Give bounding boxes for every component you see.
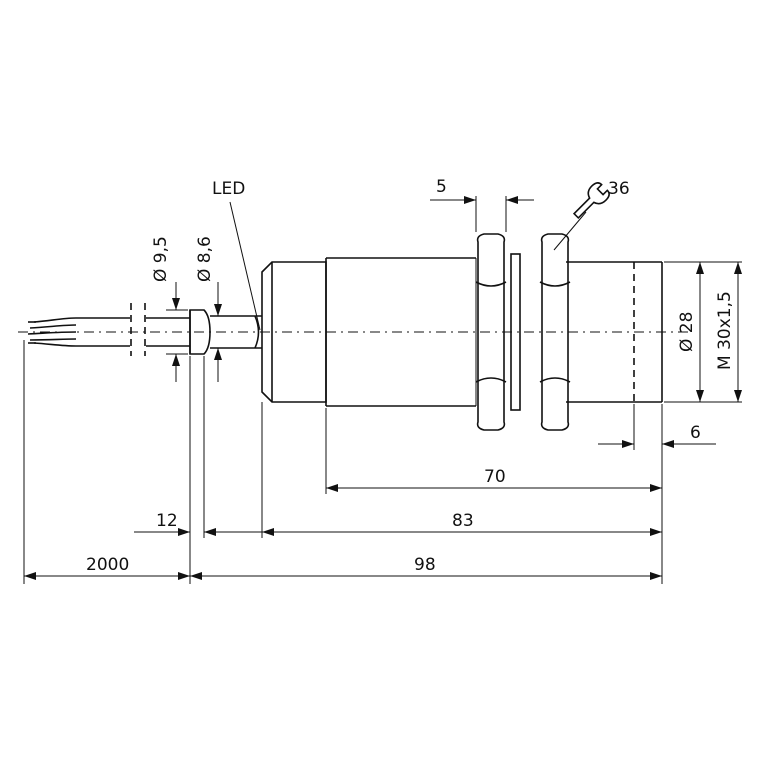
dimension-wrench-size: 36 — [553, 179, 630, 251]
dimension-6: 6 — [598, 423, 716, 448]
dimension-70: 70 — [326, 467, 662, 492]
dim-label-thread: M 30x1,5 — [715, 291, 735, 370]
dimension-cable-diameter: Ø 9,5 — [151, 236, 180, 382]
extension-lines — [23, 196, 742, 584]
dim-label-2000: 2000 — [86, 555, 129, 575]
dimension-thread: M 30x1,5 — [715, 262, 742, 402]
dimension-neck-diameter: Ø 8,6 — [195, 236, 222, 382]
cable — [27, 303, 190, 356]
dim-label-98: 98 — [414, 555, 436, 575]
sensor-housing — [261, 257, 663, 407]
mounting-nut-right — [539, 233, 571, 431]
washer — [510, 253, 521, 411]
dim-label-dia-8-6: Ø 8,6 — [195, 236, 215, 282]
led-label: LED — [212, 179, 245, 199]
dimension-98: 98 — [190, 555, 662, 580]
dimension-nut-width: 5 — [430, 177, 534, 204]
dimension-body-diameter: Ø 28 — [677, 262, 704, 402]
mounting-nut-left — [475, 233, 507, 431]
dim-label-dia-9-5: Ø 9,5 — [151, 236, 171, 282]
dimension-83: 83 — [262, 511, 662, 536]
dim-label-12: 12 — [156, 511, 178, 531]
dim-label-5: 5 — [436, 177, 447, 197]
dimension-12: 12 — [134, 511, 262, 536]
dim-label-83: 83 — [452, 511, 474, 531]
dimension-2000: 2000 — [24, 555, 190, 580]
dim-label-6: 6 — [690, 423, 701, 443]
dim-label-70: 70 — [484, 467, 506, 487]
dim-label-dia-28: Ø 28 — [677, 312, 697, 352]
dim-label-36: 36 — [608, 179, 630, 199]
wrench-icon — [572, 182, 610, 220]
led-callout: LED — [212, 179, 261, 331]
